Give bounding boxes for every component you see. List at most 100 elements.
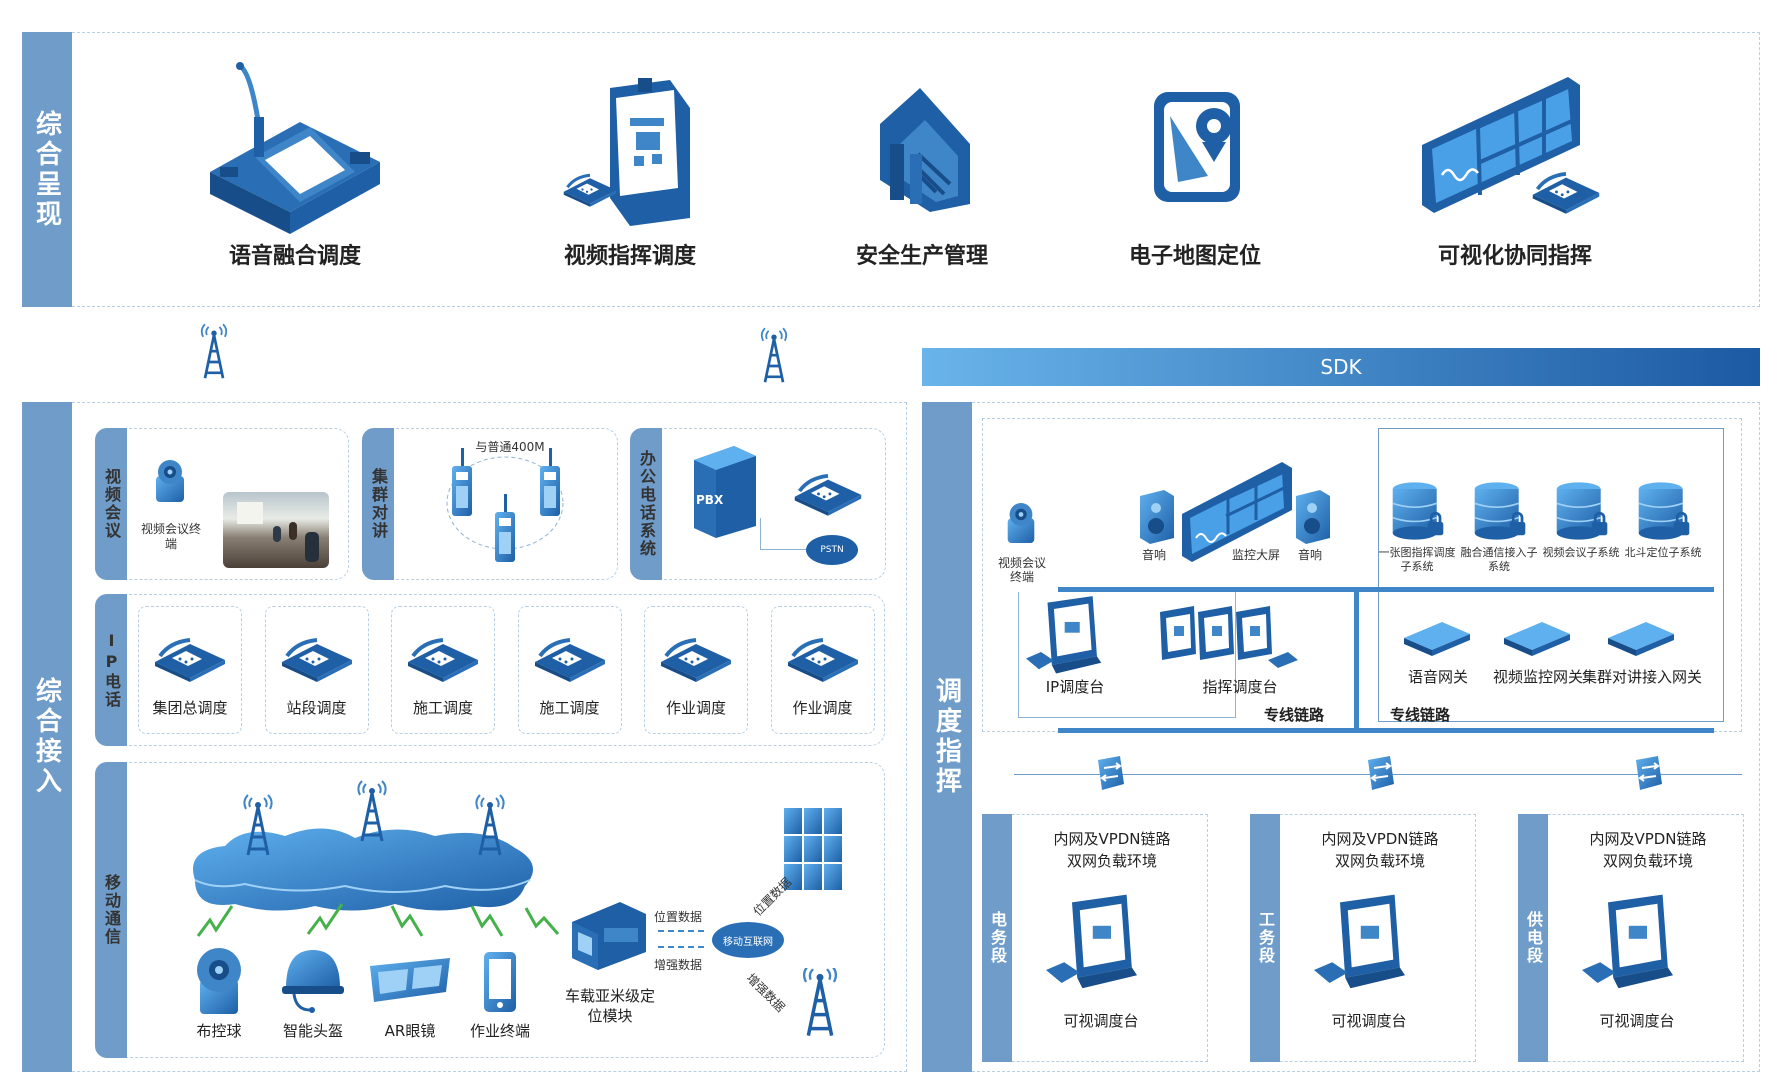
ip-phone-icon <box>783 632 863 682</box>
segment-console-label: 可视调度台 <box>1599 1012 1675 1030</box>
mobile-internet-label: 移动互联网 <box>723 936 773 948</box>
segment-net2-label: 双网负载环境 <box>1334 852 1425 870</box>
vehicle-module-icon <box>568 898 650 972</box>
cloud-network-icon <box>185 820 545 915</box>
antenna-tower-icon <box>196 322 232 384</box>
ptz-camera-icon <box>192 940 246 1018</box>
ip-phone-cell <box>138 606 242 734</box>
video-terminal-label: 视频会议终端 <box>997 556 1046 584</box>
gateway-icon <box>1402 618 1472 658</box>
pbx-label: PBX <box>696 493 724 507</box>
gateway-label: 语音网关 <box>1407 668 1468 686</box>
segment-console-label: 可视调度台 <box>1331 1012 1407 1030</box>
segment-net-label: 内网及VPDN链路 <box>1053 830 1171 848</box>
ip-phone-label: 施工调度 <box>412 699 473 717</box>
segment-net2-label: 双网负载环境 <box>1066 852 1157 870</box>
line-right-label: 专线链路 <box>1390 706 1451 724</box>
database-lock-icon <box>1554 478 1610 544</box>
radio-link-circle <box>440 448 570 558</box>
ip-phone-label: 施工调度 <box>539 699 600 717</box>
gateway-label: 集群对讲接入网关 <box>1581 668 1702 686</box>
mobile-label: 移动通信 <box>95 762 127 1058</box>
switch-icon <box>1360 752 1400 796</box>
video-wall-icon <box>1418 75 1608 220</box>
mobile-internet-bubble: 移动互联网 <box>712 922 784 958</box>
arrow-right <box>658 930 704 932</box>
vehicle-module-label: 车载亚米级定位模块 <box>564 987 655 1025</box>
segment-label: 工务段 <box>1250 814 1280 1062</box>
video-conf-terminal-label: 视频会议终端 <box>140 522 201 551</box>
cmd-console-label: 指挥调度台 <box>1202 678 1278 696</box>
pbx-pstn-line <box>760 518 806 550</box>
ip-phone-cell <box>644 606 748 734</box>
gateway-icon <box>1502 618 1572 658</box>
access-section-label: 综合接入 <box>22 402 72 1072</box>
ip-phone-icon <box>403 632 483 682</box>
segment-net-label: 内网及VPDN链路 <box>1321 830 1439 848</box>
line-left-label: 专线链路 <box>1264 706 1325 724</box>
sdk-bar: SDK <box>922 348 1760 386</box>
office-phone-label: 办公电话系统 <box>630 428 662 580</box>
vertical-bus-bar <box>1354 587 1359 729</box>
signal-zigzag-icon <box>196 900 566 940</box>
pstn-bubble: PSTN <box>806 535 858 565</box>
cell-tower-icon <box>238 792 278 862</box>
ip-phone-icon <box>656 632 736 682</box>
gateway-label: 视频监控网关 <box>1492 668 1583 686</box>
big-screen-label: 监控大屏 <box>1232 548 1281 562</box>
ip-phone-label: 集团总调度 <box>152 699 228 717</box>
speaker-left-label: 音响 <box>1142 548 1167 562</box>
ar-glasses-icon <box>366 956 454 1008</box>
enh-data-label: 增强数据 <box>654 958 703 972</box>
video-camera-icon <box>1002 498 1040 548</box>
segment-label: 供电段 <box>1518 814 1548 1062</box>
database-lock-icon <box>1636 478 1692 544</box>
ip-phone-cell <box>770 606 875 734</box>
top-item-label-map: 电子地图定位 <box>1128 244 1261 269</box>
device-label: 作业终端 <box>469 1022 530 1040</box>
subsystem-label: 北斗定位子系统 <box>1624 546 1702 559</box>
ip-phone-icon <box>277 632 357 682</box>
meeting-room-photo <box>223 492 329 568</box>
safety-house-icon <box>870 84 980 214</box>
device-label: 布控球 <box>196 1022 242 1040</box>
trunk-radio-label: 集群对讲 <box>362 428 394 580</box>
ip-phone-label: 作业调度 <box>665 699 726 717</box>
map-location-icon <box>1148 86 1248 211</box>
speaker-icon <box>1138 488 1176 544</box>
pbx-server-icon <box>690 442 760 540</box>
segment-label: 电务段 <box>982 814 1012 1062</box>
dispatch-section-label: 调度指挥 <box>922 402 972 1072</box>
ip-console-icon <box>1026 594 1112 680</box>
device-label: 智能头盔 <box>282 1022 343 1040</box>
database-lock-icon <box>1472 478 1528 544</box>
server-rack-icon <box>780 804 846 896</box>
top-item-label-voice: 语音融合调度 <box>228 244 361 269</box>
ip-phone-label: 作业调度 <box>792 699 853 717</box>
monitor-wall-icon <box>1178 458 1296 562</box>
voice-console-icon <box>200 62 390 237</box>
base-station-icon <box>796 968 844 1038</box>
subsystem-label: 视频会议子系统 <box>1542 546 1620 559</box>
video-command-icon <box>560 78 700 228</box>
pos-data-label: 位置数据 <box>654 910 703 924</box>
device-label: AR眼镜 <box>384 1022 436 1040</box>
visual-console-icon <box>1582 892 1686 996</box>
video-camera-icon <box>150 455 190 507</box>
smart-helmet-icon <box>280 944 346 1016</box>
desk-phone-icon <box>790 468 866 516</box>
top-item-label-safety: 安全生产管理 <box>855 244 988 269</box>
segment-net2-label: 双网负载环境 <box>1602 852 1693 870</box>
ip-phone-cell <box>264 606 369 734</box>
speaker-right-label: 音响 <box>1298 548 1323 562</box>
bottom-bus-bar <box>1058 728 1714 733</box>
segment-console-label: 可视调度台 <box>1063 1012 1139 1030</box>
subsystem-label: 一张图指挥调度子系统 <box>1378 546 1456 573</box>
top-item-label-video: 视频指挥调度 <box>563 244 696 269</box>
cell-tower-icon <box>470 792 510 862</box>
ip-phone-label: 站段调度 <box>286 699 347 717</box>
pstn-label: PSTN <box>820 545 844 555</box>
segment-net-label: 内网及VPDN链路 <box>1589 830 1707 848</box>
subsystem-frame <box>1378 428 1724 722</box>
antenna-tower-icon <box>756 326 792 388</box>
